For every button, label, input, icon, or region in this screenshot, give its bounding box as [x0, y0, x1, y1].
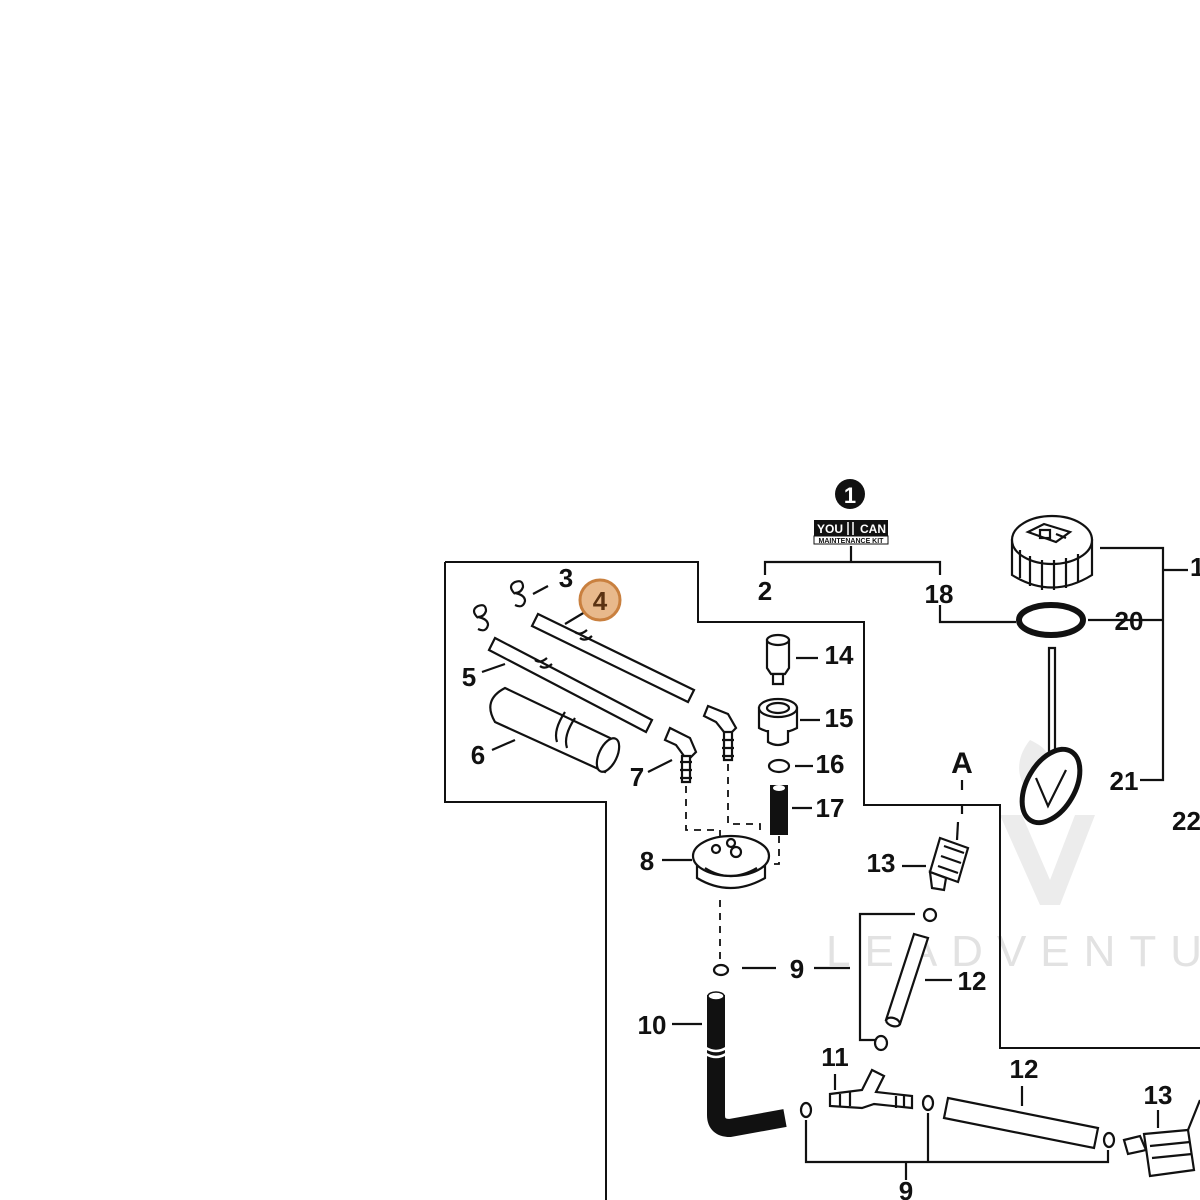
callout-20[interactable]: 20	[1115, 606, 1144, 636]
subassembly-outline	[445, 561, 1200, 1049]
leader-5	[481, 662, 506, 674]
callout-11[interactable]: 11	[821, 1042, 849, 1072]
callout-15[interactable]: 15	[825, 703, 854, 733]
callout-6[interactable]: 6	[471, 740, 485, 770]
bracket-19	[1088, 546, 1188, 782]
callout-16[interactable]: 16	[816, 749, 845, 779]
part-13-filter-upper[interactable]	[928, 821, 970, 892]
part-7-elbow-fitting[interactable]	[663, 704, 738, 784]
callout-22[interactable]: 22	[1172, 806, 1200, 836]
fuel-pump-icon	[1025, 522, 1073, 544]
part-11-tee[interactable]	[828, 1068, 914, 1110]
highlight-part-4[interactable]	[578, 578, 622, 622]
part-13-filter-lower[interactable]	[1122, 1099, 1200, 1178]
part-20-gasket[interactable]	[1016, 602, 1086, 638]
callout-4[interactable]: 4	[593, 586, 608, 616]
kit-subtitle: MAINTENANCE KIT	[819, 538, 885, 545]
callout-17[interactable]: 17	[816, 793, 845, 823]
assembly-line-7-8	[685, 764, 761, 842]
subassembly-outline-left	[444, 562, 607, 1200]
part-8-grommet[interactable]	[691, 834, 771, 889]
part-9-oring[interactable]	[712, 963, 730, 977]
part-15-nut[interactable]	[757, 697, 799, 747]
part-17-tube[interactable]	[770, 785, 788, 835]
part-12-tube-upper[interactable]	[884, 932, 930, 1028]
callout-13a[interactable]: 13	[867, 848, 896, 878]
leader-3	[532, 585, 549, 595]
callout-8[interactable]: 8	[640, 846, 654, 876]
callout-9a[interactable]: 9	[790, 954, 804, 984]
assembly-line-17	[768, 836, 780, 865]
kit-brand-left: YOU	[817, 522, 843, 536]
callout-12a[interactable]: 12	[958, 966, 987, 996]
part-21-strainer[interactable]	[1010, 646, 1092, 833]
bracket-9-upper	[858, 912, 915, 1042]
part-19-fuel-cap[interactable]	[1010, 514, 1094, 590]
part-14-fitting[interactable]	[765, 633, 791, 686]
callout-18[interactable]: 18	[925, 579, 954, 609]
kit-bracket	[763, 546, 942, 575]
callout-9b[interactable]: 9	[899, 1176, 913, 1200]
part-10-fuel-hose[interactable]	[705, 991, 787, 1138]
leader-18	[938, 605, 1016, 624]
part-12-tube-lower[interactable]	[942, 1096, 1100, 1150]
callout-19[interactable]: 1	[1190, 552, 1200, 582]
kit-number: 1	[844, 483, 856, 508]
part-9-oring-lower[interactable]	[799, 1094, 1116, 1149]
kit-brand-right: CAN	[860, 522, 886, 536]
wrench-icon	[847, 522, 854, 535]
part-5-fuel-line[interactable]	[487, 636, 654, 734]
bracket-9-lower	[804, 1113, 1110, 1180]
watermark-text: LEADVENTUR	[826, 927, 1200, 976]
maintenance-kit-badge[interactable]: 1 YOU CAN MAINTENANCE KIT	[813, 479, 889, 545]
part-3-clips[interactable]	[472, 580, 527, 632]
callout-3[interactable]: 3	[559, 563, 573, 593]
callout-7[interactable]: 7	[630, 762, 644, 792]
leader-6	[491, 738, 516, 752]
part-6-sleeve[interactable]	[489, 686, 623, 775]
callout-14[interactable]: 14	[825, 640, 854, 670]
callout-12b[interactable]: 12	[1010, 1054, 1039, 1084]
callout-5[interactable]: 5	[462, 662, 476, 692]
callout-21[interactable]: 21	[1110, 766, 1139, 796]
callout-10[interactable]: 10	[638, 1010, 667, 1040]
callout-labels: 2 3 4 5 6 7 8 9 9 10 11 12 12 13 13 14 1…	[462, 552, 1200, 1200]
callout-13b[interactable]: 13	[1144, 1080, 1173, 1110]
callout-2[interactable]: 2	[758, 576, 772, 606]
leader-4	[564, 611, 586, 625]
callout-A[interactable]: A	[951, 747, 973, 780]
leader-7	[647, 759, 673, 773]
part-16-ring[interactable]	[767, 758, 791, 774]
part-9-oring-upper[interactable]	[873, 907, 938, 1052]
part-4-fuel-line[interactable]	[530, 612, 696, 704]
